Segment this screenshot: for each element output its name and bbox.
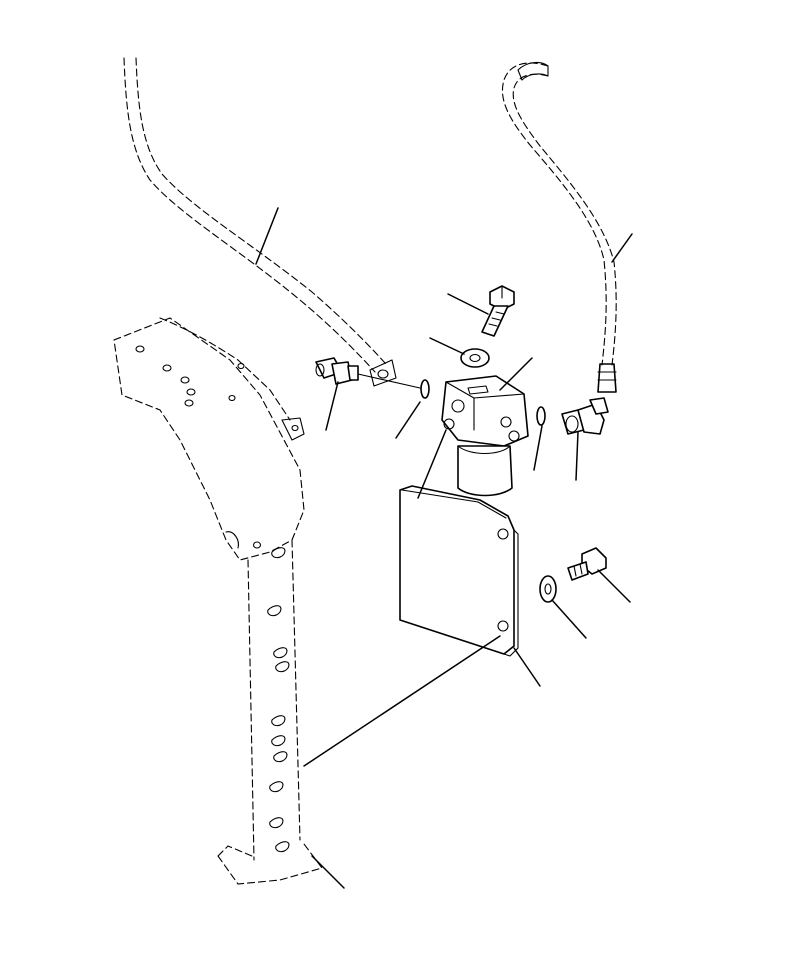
leader-mounting-plate <box>303 635 501 767</box>
mounting-plate <box>399 485 519 657</box>
leader-o-ring-right <box>533 425 543 471</box>
elbow-right <box>561 397 609 435</box>
leader-lines <box>255 207 633 889</box>
leader-washer-right <box>551 599 587 639</box>
bolt-top <box>481 285 515 337</box>
leader-filter-head <box>499 357 533 391</box>
o-ring-right <box>536 406 546 426</box>
leader-frame-bracket <box>311 855 345 889</box>
leader-bolt-right <box>597 569 631 603</box>
frame-bracket <box>113 317 323 885</box>
filter-head <box>441 375 529 447</box>
washer-right <box>539 575 557 603</box>
leader-filter-element <box>417 429 447 499</box>
leader-bolt-top <box>447 293 489 315</box>
hose-left <box>123 57 397 387</box>
bolt-right <box>567 547 607 581</box>
leader-connector-left <box>325 381 339 431</box>
leader-washer-top <box>429 337 465 355</box>
hose-right <box>502 61 617 393</box>
o-ring-left <box>420 379 430 399</box>
leader-elbow-right <box>575 431 579 481</box>
connector-left <box>315 357 421 389</box>
leader-hose-left <box>255 207 279 265</box>
leader-hose-right <box>611 233 633 263</box>
washer-top <box>460 348 490 368</box>
leader-o-ring-left <box>395 401 421 439</box>
leader-mounting-plate-edge <box>513 647 541 687</box>
filter-element <box>457 445 513 497</box>
